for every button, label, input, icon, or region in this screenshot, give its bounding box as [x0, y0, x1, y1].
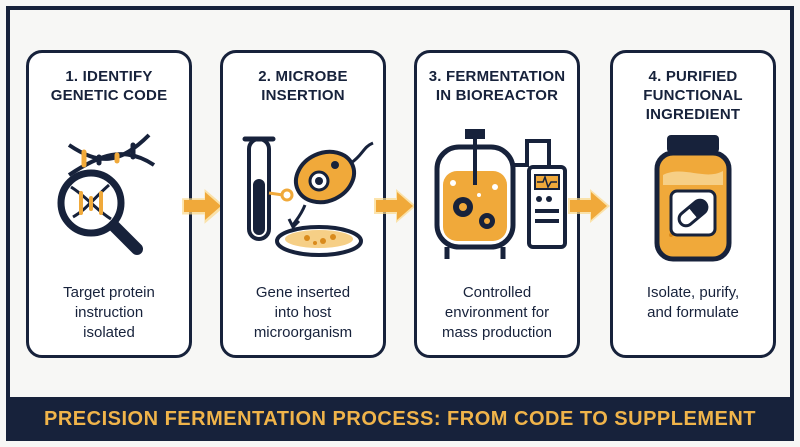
step-desc-line: into host	[274, 304, 332, 321]
test-tube-microbe-icon	[242, 136, 374, 257]
step-desc-line: Isolate, purify,	[646, 284, 740, 301]
arrow-right-icon	[374, 189, 416, 223]
step-title-line: FUNCTIONAL	[643, 87, 743, 104]
step-desc-line: Gene inserted	[255, 284, 351, 301]
step-desc-line: Controlled	[462, 284, 532, 301]
step-card-ingredient: 4. PURIFIED FUNCTIONAL INGREDIENT Isolat…	[610, 50, 776, 358]
step-title-line: 1. IDENTIFY	[65, 68, 153, 85]
step-card-fermentation: 3. FERMENTATION IN BIOREACTOR Controlled…	[414, 50, 580, 358]
step-title-line: INSERTION	[261, 87, 345, 104]
step-desc-line: mass production	[441, 324, 553, 341]
step-title-line: 3. FERMENTATION	[428, 68, 566, 85]
step-description: Gene inserted into host microorganism	[229, 283, 377, 343]
step-title-line: IN BIOREACTOR	[435, 87, 559, 104]
arrow-right-icon	[568, 189, 610, 223]
step-description: Controlled environment for mass producti…	[423, 283, 571, 343]
step-card-insertion: 2. MICROBE INSERTION Gene inserted into …	[220, 50, 386, 358]
step-title-line: 4. PURIFIED	[648, 68, 738, 85]
step-desc-line: instruction	[74, 304, 144, 321]
step-title-line: INGREDIENT	[645, 106, 741, 123]
step-title: 4. PURIFIED FUNCTIONAL INGREDIENT	[613, 67, 773, 124]
footer-banner: PRECISION FERMENTATION PROCESS: FROM COD…	[6, 397, 794, 441]
step-desc-line: and formulate	[647, 304, 739, 321]
step-description: Isolate, purify, and formulate	[619, 283, 767, 323]
step-desc-line: environment for	[444, 304, 550, 321]
step-title: 3. FERMENTATION IN BIOREACTOR	[417, 67, 577, 105]
step-card-identify: 1. IDENTIFY GENETIC CODE Target protein …	[26, 50, 192, 358]
bioreactor-icon	[434, 129, 567, 259]
step-desc-line: Target protein	[63, 284, 155, 301]
step-title: 2. MICROBE INSERTION	[223, 67, 383, 105]
dna-magnifier-icon	[57, 133, 156, 255]
step-desc-line: isolated	[83, 324, 135, 341]
step-desc-line: microorganism	[253, 324, 353, 341]
arrow-right-icon	[182, 189, 225, 224]
step-description: Target protein instruction isolated	[35, 283, 183, 343]
step-title-line: GENETIC CODE	[50, 87, 168, 104]
banner-title: PRECISION FERMENTATION PROCESS: FROM COD…	[44, 408, 756, 430]
step-title-line: 2. MICROBE	[258, 68, 348, 85]
step-title: 1. IDENTIFY GENETIC CODE	[29, 67, 189, 105]
supplement-jar-icon	[654, 135, 732, 262]
